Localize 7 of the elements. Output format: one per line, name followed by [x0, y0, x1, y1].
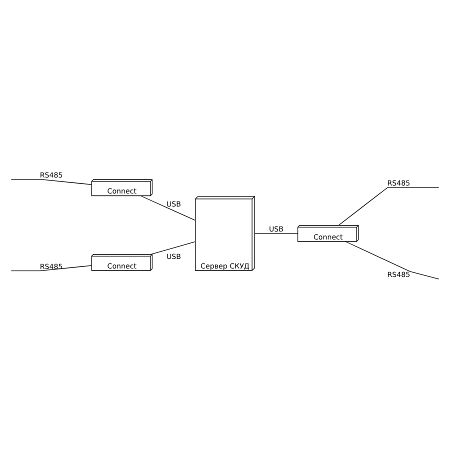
- connector: [10, 264, 92, 271]
- connector: [338, 186, 440, 226]
- connector: [345, 240, 440, 279]
- connector: [140, 194, 196, 220]
- connector: [10, 178, 92, 184]
- connector: [150, 240, 196, 254]
- connector: [254, 232, 298, 234]
